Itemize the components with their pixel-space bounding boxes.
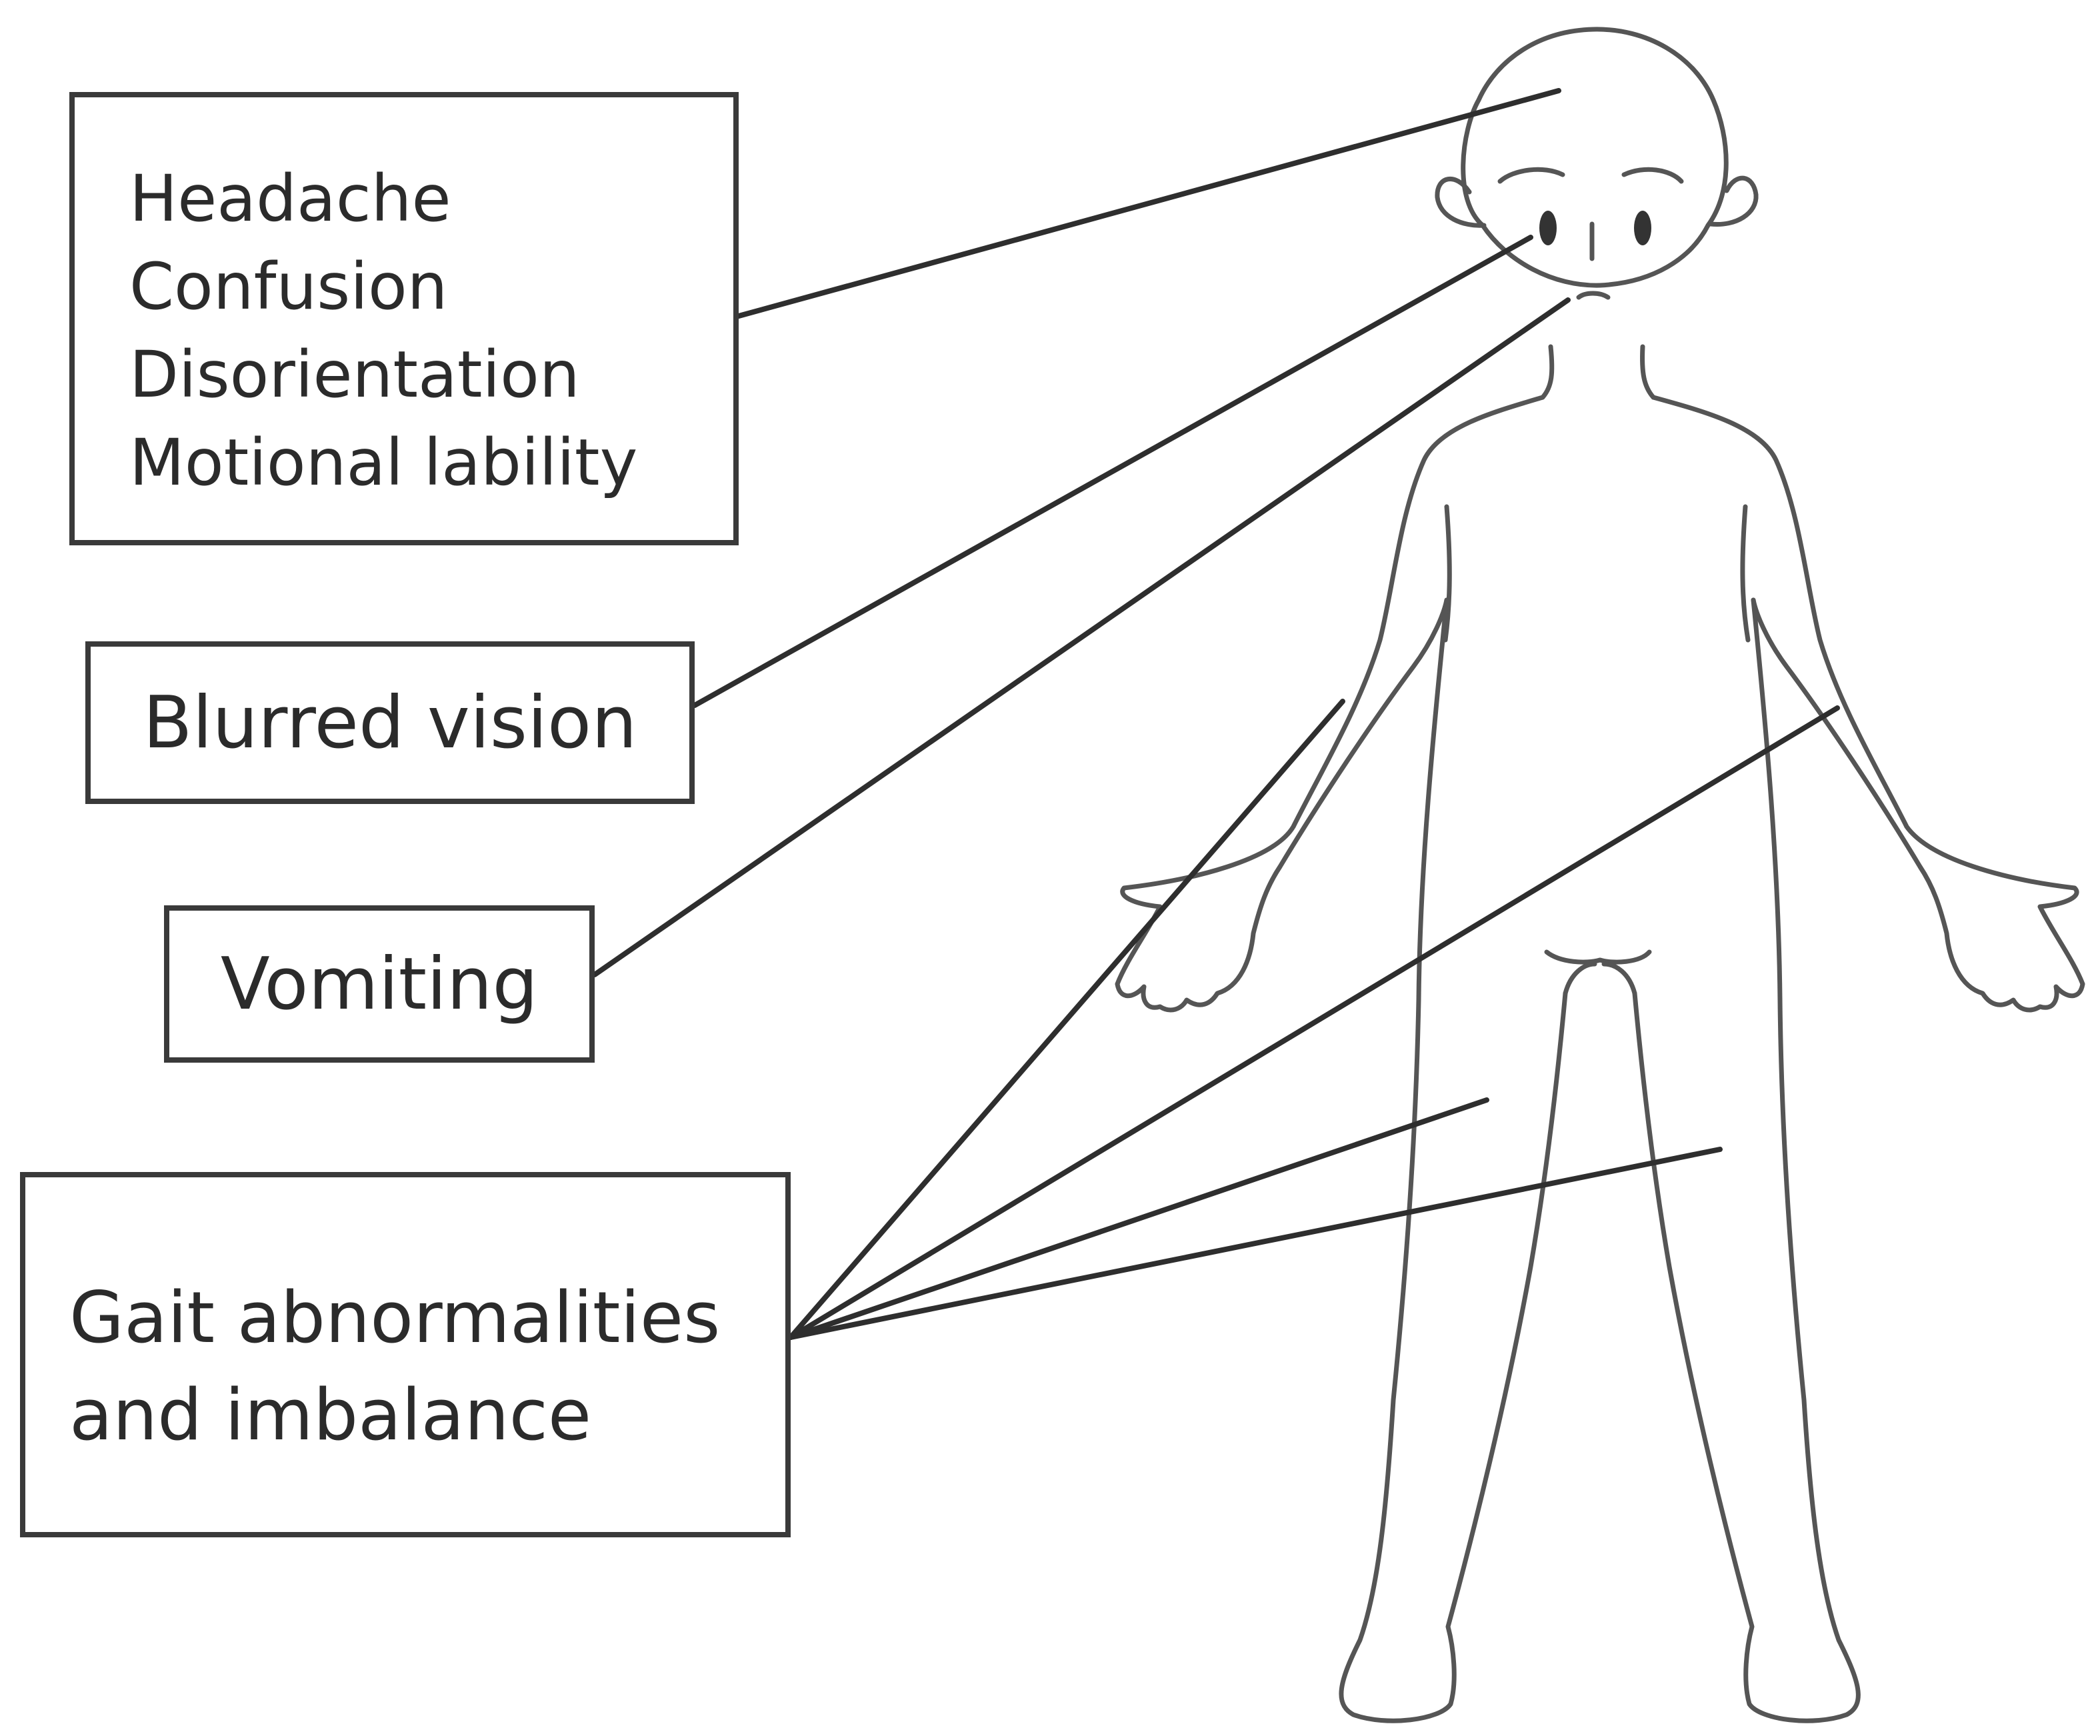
head-symptoms-box: Headache Confusion Disorientation Motion…	[69, 92, 739, 545]
symptom-gait-line-2: and imbalance	[69, 1374, 592, 1456]
figure-neck-left	[1540, 344, 1555, 400]
figure-inner-left-leg	[1563, 961, 1597, 996]
figure-crotch	[1544, 949, 1652, 965]
figure-mouth	[1576, 291, 1611, 300]
symptom-gait-line-1: Gait abnormalities	[69, 1277, 721, 1359]
symptom-headache: Headache	[129, 161, 451, 236]
figure-right-eyebrow	[1621, 167, 1684, 184]
figure-left-side	[1115, 395, 1545, 1013]
symptom-confusion: Confusion	[129, 249, 448, 324]
line-gait-to-left-arm	[788, 699, 1345, 1340]
line-gait-to-right-arm	[788, 705, 1840, 1340]
symptom-disorientation: Disorientation	[129, 337, 580, 412]
figure-left-ear	[1435, 177, 1487, 228]
line-gait-to-left-thigh	[788, 1097, 1489, 1340]
figure-left-eye	[1539, 211, 1557, 245]
figure-inner-right-leg	[1601, 961, 1637, 996]
line-head-group-to-forehead	[736, 88, 1561, 319]
blurred-vision-box: Blurred vision	[85, 641, 695, 804]
figure-right-inner-arm	[1740, 504, 1751, 643]
figure-neck-right	[1640, 344, 1656, 400]
figure-left-inner-arm	[1443, 504, 1452, 643]
symptom-motional-lability: Motional lability	[129, 425, 638, 500]
figure-right-leg	[1632, 597, 1861, 1723]
figure-left-eyebrow	[1497, 167, 1565, 184]
vomiting-box: Vomiting	[164, 905, 595, 1063]
connector-lines	[592, 88, 1840, 1340]
line-vomiting-to-mouth	[592, 297, 1571, 977]
line-gait-to-right-thigh	[788, 1147, 1723, 1340]
figure-head	[1461, 27, 1729, 288]
gait-box: Gait abnormalities and imbalance	[20, 1172, 791, 1537]
symptom-blurred-vision: Blurred vision	[143, 681, 637, 765]
figure-left-leg	[1339, 597, 1568, 1723]
human-figure	[1115, 27, 2085, 1723]
figure-right-eye	[1634, 211, 1651, 245]
figure-right-side	[1651, 395, 2085, 1013]
figure-right-ear	[1708, 175, 1759, 227]
line-blurred-vision-to-eye	[692, 235, 1533, 708]
symptom-vomiting: Vomiting	[220, 942, 539, 1026]
